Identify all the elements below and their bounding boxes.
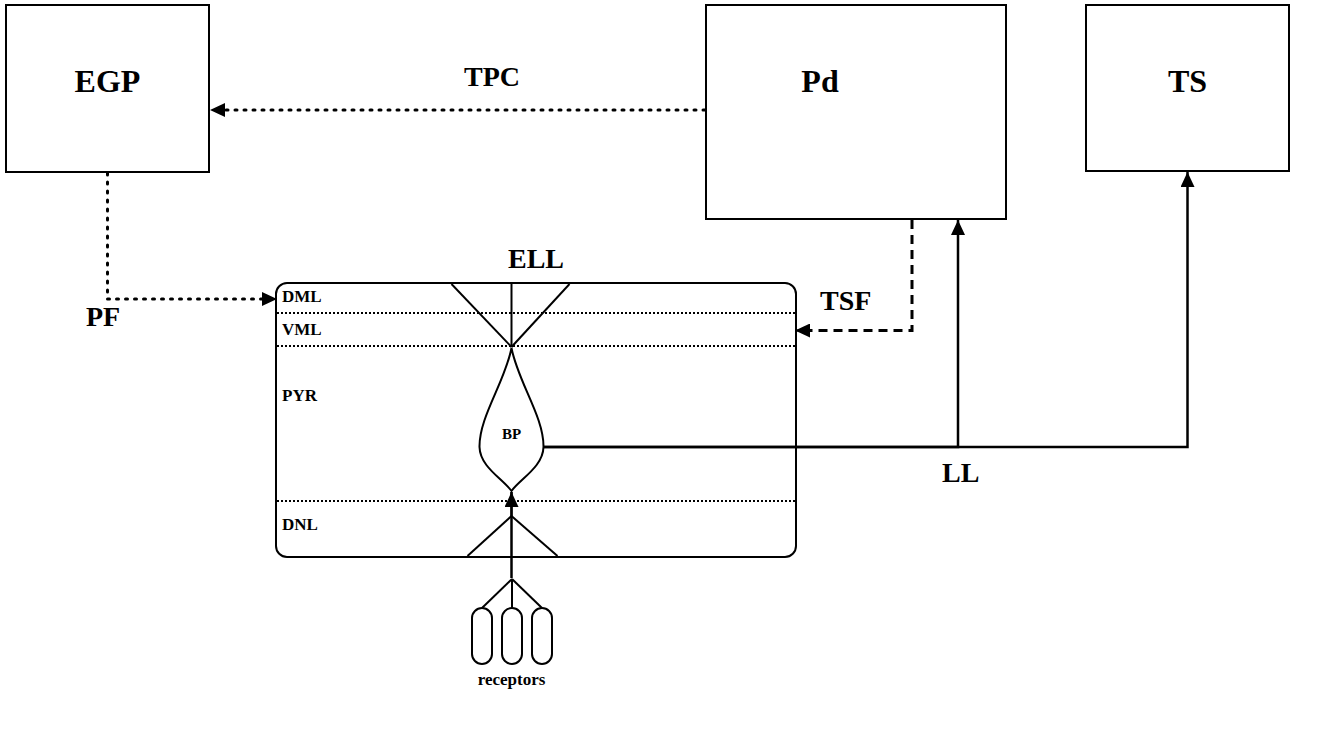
layer-band: DNL bbox=[277, 502, 795, 556]
pathway-label-box: PF bbox=[84, 302, 122, 333]
node-label: TS bbox=[1168, 64, 1207, 99]
receptor-drawing bbox=[452, 578, 572, 668]
pathway-label-box: TPC bbox=[462, 62, 522, 93]
pathway-label: PF bbox=[86, 301, 120, 332]
node-label: PYR bbox=[282, 387, 795, 406]
cell-body: BP bbox=[478, 347, 545, 492]
receptor-cell bbox=[532, 608, 552, 664]
dendrite-line bbox=[512, 516, 558, 556]
cell-body-outline bbox=[479, 348, 543, 491]
pathway-label: TSF bbox=[820, 285, 871, 316]
dendrite-line bbox=[512, 284, 570, 347]
brain-region-box: EGP bbox=[5, 4, 210, 173]
node-label: VML bbox=[282, 321, 795, 340]
receptor-fiber bbox=[512, 579, 542, 608]
pathway-connector bbox=[795, 220, 912, 331]
dendrite-line bbox=[468, 516, 512, 556]
layer-band: DML bbox=[277, 284, 795, 314]
pathway-connector bbox=[210, 109, 705, 112]
dendrite-line bbox=[511, 284, 513, 347]
region-heading: ELL bbox=[277, 244, 795, 275]
pathway-connector bbox=[510, 492, 513, 578]
layer-band: VML bbox=[277, 314, 795, 347]
receptor-fiber bbox=[511, 579, 513, 608]
brain-region-box: TS bbox=[1085, 4, 1290, 172]
node-label: Pd bbox=[801, 64, 838, 99]
dendrite-line bbox=[511, 492, 513, 516]
pathway-label-box: TSF bbox=[818, 286, 873, 317]
node-label: receptors bbox=[478, 671, 546, 690]
layer-band: PYR BP bbox=[277, 347, 795, 502]
node-label: ELL bbox=[508, 244, 564, 275]
brain-region-box: Pd bbox=[705, 4, 1007, 220]
pathway-connector bbox=[544, 220, 958, 447]
pathway-connector bbox=[108, 173, 278, 299]
receptor-cell bbox=[502, 608, 522, 664]
pathway-label-box: LL bbox=[940, 458, 981, 489]
receptor-cell bbox=[472, 608, 492, 664]
cell-outline bbox=[478, 347, 545, 492]
receptor-group: receptors bbox=[452, 578, 572, 690]
lobe-region: ELLDMLVMLPYRBPDNL bbox=[275, 282, 797, 558]
node-label: DNL bbox=[282, 516, 795, 535]
receptor-fiber bbox=[482, 579, 512, 608]
dendrite-line bbox=[452, 284, 512, 347]
node-label: BP bbox=[502, 426, 521, 443]
node-label: EGP bbox=[75, 64, 141, 99]
node-label: DML bbox=[282, 288, 795, 307]
pathway-label: LL bbox=[942, 457, 979, 488]
pathway-label: TPC bbox=[464, 61, 520, 92]
